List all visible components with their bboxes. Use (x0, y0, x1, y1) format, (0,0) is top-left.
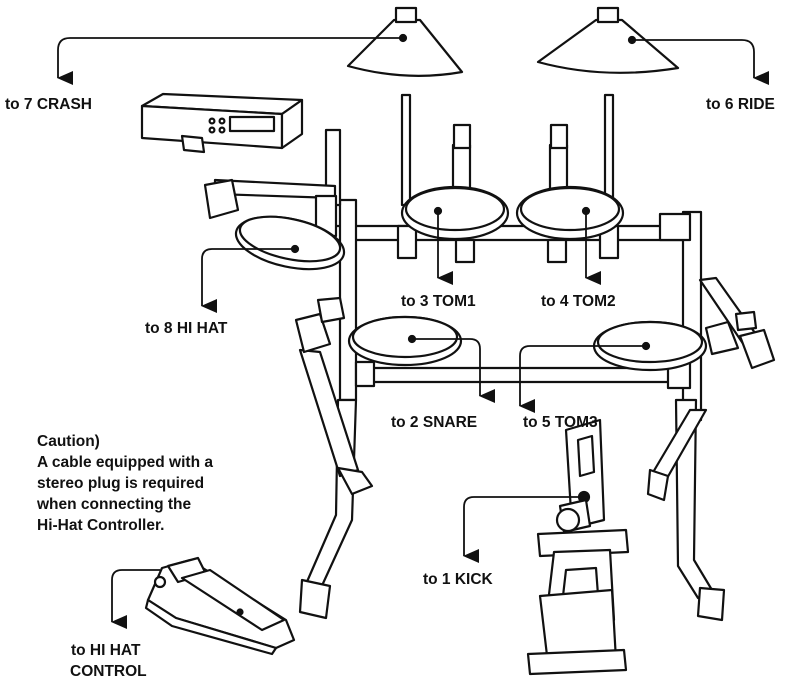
tom3-arrow (519, 345, 646, 413)
hihat-pad (234, 215, 346, 271)
label-snare: to 2 SNARE (391, 414, 477, 431)
kick-pad-and-pedal (526, 418, 630, 676)
crash-arrow (57, 37, 403, 85)
tom3-pad (592, 320, 708, 372)
caution-line: stereo plug is required (37, 475, 205, 492)
hihat-arrow (201, 248, 295, 313)
snare-arrow (412, 338, 495, 403)
label-tom3: to 5 TOM3 (523, 414, 598, 431)
caution-line: Hi-Hat Controller. (37, 517, 165, 534)
label-hihat-control-line1: to HI HAT (71, 642, 141, 659)
tom1-pad (400, 185, 510, 241)
cable-arrows (57, 37, 769, 629)
label-kick: to 1 KICK (423, 571, 494, 588)
ride-arrow (632, 39, 769, 85)
tom2-pad (515, 185, 625, 241)
hihat-control-arrow (111, 569, 160, 629)
label-hihat-control-line2: CONTROL (70, 663, 147, 680)
ride-cymbal (536, 6, 680, 74)
label-crash: to 7 CRASH (5, 96, 92, 113)
caution-line: A cable equipped with a (37, 454, 213, 471)
caution-note: Caution) A cable equipped with a stereo … (37, 431, 277, 536)
label-ride: to 6 RIDE (706, 96, 775, 113)
sound-module (140, 92, 304, 154)
kick-arrow (463, 496, 584, 563)
crash-cymbal (346, 6, 464, 77)
caution-line: when connecting the (37, 496, 192, 513)
label-hihat: to 8 HI HAT (145, 320, 228, 337)
label-tom1: to 3 TOM1 (401, 293, 476, 310)
caution-title: Caution) (37, 433, 100, 450)
snare-pad (347, 315, 463, 367)
label-tom2: to 4 TOM2 (541, 293, 616, 310)
hihat-controller-pedal (144, 556, 296, 656)
